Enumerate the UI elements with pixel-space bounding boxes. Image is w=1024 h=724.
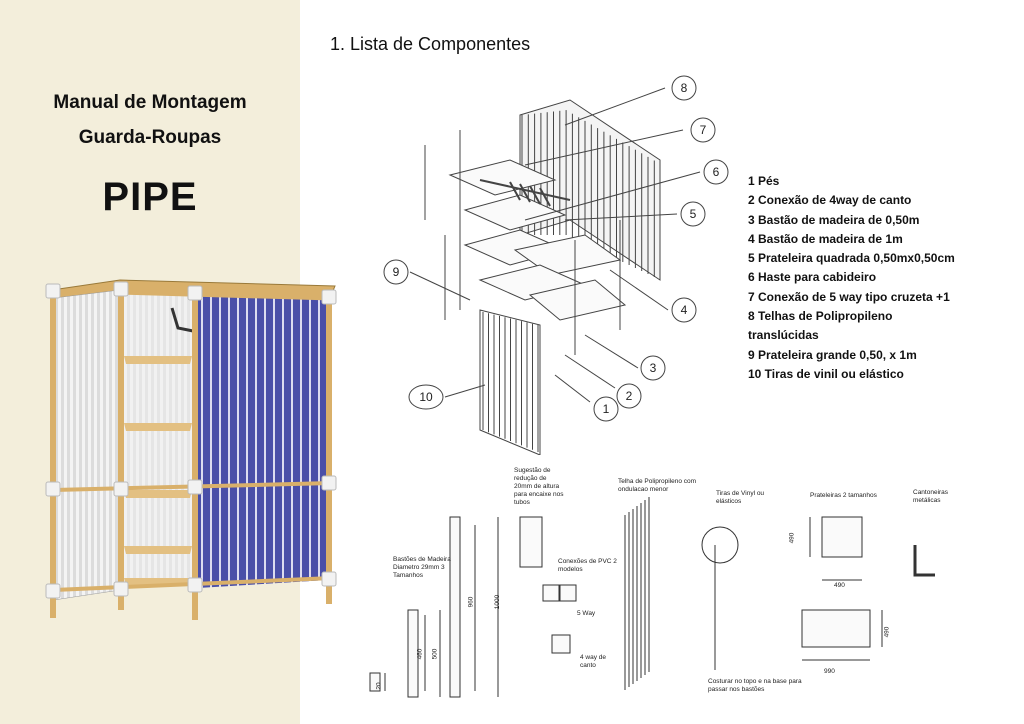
callout-5: 5 [690, 207, 697, 221]
five-way-label: 5 Way [577, 610, 596, 617]
dim-20: 20 [375, 682, 383, 690]
dim-490-b: 490 [834, 582, 845, 589]
cantoneiras-label: Cantoneiras metálicas [913, 489, 949, 504]
dim-1000: 1000 [494, 594, 502, 610]
tiras-label: Tiras de Vinyl ou elásticos [716, 490, 765, 505]
dim-490-c: 490 [883, 626, 891, 638]
dim-990: 990 [824, 668, 835, 675]
component-item: 9 Prateleira grande 0,50, x 1m [748, 347, 917, 362]
technical-drawings [369, 497, 935, 698]
callout-6: 6 [713, 165, 720, 179]
brand-title: PIPE [102, 175, 198, 219]
components-list: 1 Pés 2 Conexão de 4way de canto 3 Bastão … [748, 172, 955, 384]
dim-960: 960 [467, 596, 475, 608]
section-title: 1. Lista de Componentes [330, 34, 531, 54]
bastoes-label: Bastões de Madeira Diametro 29mm 3 Taman… [393, 556, 451, 579]
costurar-label: Costurar no topo e na base para passar n… [708, 678, 802, 693]
callout-3: 3 [650, 361, 657, 375]
component-item: 1 Pés [748, 174, 780, 188]
dim-490-a: 490 [788, 532, 796, 544]
dim-460: 460 [416, 648, 424, 660]
component-item: 7 Conexão de 5 way tipo cruzeta +1 [748, 289, 950, 304]
telha-label: Telha de Polipropileno com ondulacao men… [618, 478, 697, 493]
callout-2: 2 [626, 389, 633, 403]
four-way-label: 4 way de canto [580, 654, 607, 669]
component-item: translúcidas [748, 328, 819, 343]
component-item: 5 Prateleira quadrada 0,50mx0,50cm [748, 251, 955, 266]
conexoes-label: Conexões de PVC 2 modelos [558, 558, 617, 573]
wardrobe-illustration [45, 279, 337, 620]
prateleiras-label: Prateleiras 2 tamanhos [810, 492, 877, 499]
reducao-label: Sugestão de redução de 20mm de altura pa… [514, 467, 564, 506]
component-item: 4 Bastão de madeira de 1m [748, 231, 903, 246]
component-item: 6 Haste para cabideiro [748, 270, 877, 285]
callout-7: 7 [700, 123, 707, 137]
callout-10: 10 [419, 390, 433, 404]
callout-9: 9 [393, 265, 400, 279]
component-item: 3 Bastão de madeira de 0,50m [748, 212, 920, 227]
callout-1: 1 [603, 402, 610, 416]
callout-8: 8 [681, 81, 688, 95]
component-item: 10 Tiras de vinil ou elástico [748, 366, 904, 381]
component-item: 8 Telhas de Polipropileno [748, 309, 893, 324]
dim-500: 500 [431, 648, 439, 660]
manual-title-line2: Guarda-Roupas [78, 127, 222, 148]
exploded-diagram: 8 7 6 5 4 3 2 1 9 10 [383, 75, 729, 455]
component-item: 2 Conexão de 4way de canto [748, 193, 912, 208]
callout-4: 4 [681, 303, 688, 317]
manual-title-line1: Manual de Montagem [53, 92, 247, 113]
